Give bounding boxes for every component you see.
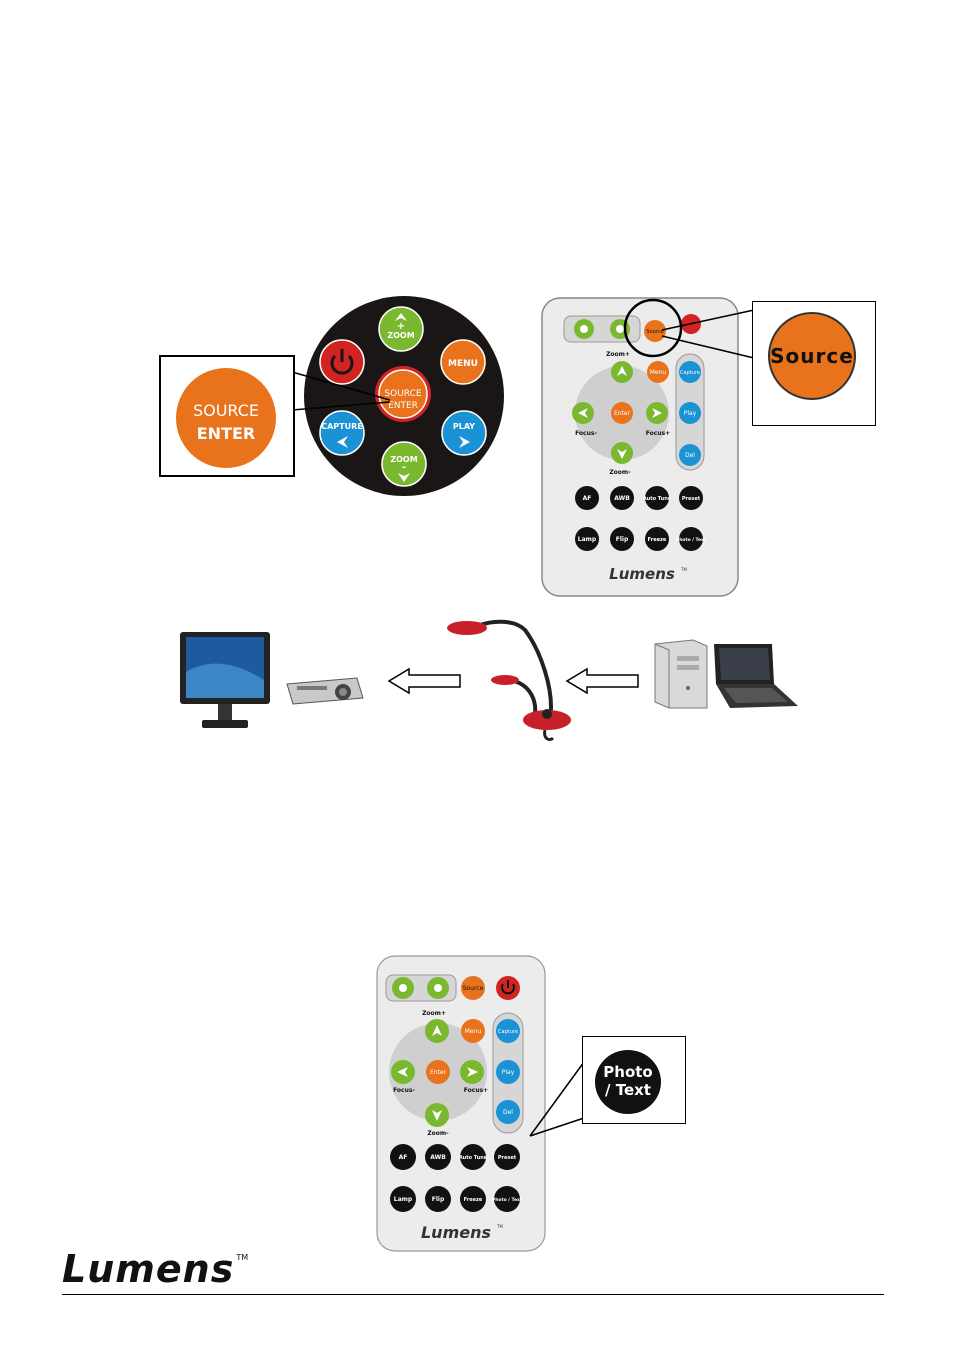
svg-text:Del: Del [503, 1109, 513, 1116]
panel-zoom-down-button[interactable]: ZOOM - [381, 441, 427, 487]
svg-text:PLAY: PLAY [453, 422, 475, 431]
photo-text-callout-pointer [529, 1061, 585, 1137]
svg-text:MENU: MENU [448, 359, 478, 369]
svg-text:Source: Source [463, 985, 484, 992]
svg-text:Lumens: Lumens [609, 565, 675, 583]
photo-text-callout: Photo / Text [582, 1036, 686, 1124]
svg-text:Photo / Text: Photo / Text [492, 1197, 523, 1203]
svg-text:Lumens: Lumens [421, 1223, 491, 1242]
svg-text:Lamp: Lamp [578, 536, 597, 543]
svg-text:Play: Play [684, 410, 697, 417]
svg-text:+: + [397, 321, 405, 332]
svg-text:TM: TM [680, 567, 687, 572]
remote-control-figure-bottom: Source Zoom+ Zoom- Focus- Focus+ Enter M… [376, 955, 546, 1252]
svg-text:Freeze: Freeze [648, 537, 667, 543]
svg-text:Enter: Enter [614, 410, 631, 417]
control-panel-figure: + ZOOM MENU SOURCE ENTER CAPTURE PLAY ZO… [304, 296, 504, 496]
svg-text:ENTER: ENTER [388, 401, 418, 411]
svg-text:Del: Del [685, 452, 695, 459]
svg-text:Capture: Capture [680, 370, 700, 376]
svg-text:Zoom+: Zoom+ [606, 351, 630, 358]
svg-text:Auto Tune: Auto Tune [643, 496, 672, 502]
footer-tm: TM [236, 1253, 249, 1262]
source-callout-pointer [661, 309, 755, 359]
svg-text:Menu: Menu [650, 369, 667, 376]
svg-text:ZOOM: ZOOM [387, 331, 414, 340]
panel-menu-button[interactable]: MENU [440, 339, 486, 385]
svg-text:CAPTURE: CAPTURE [321, 422, 363, 431]
source-enter-callout-button: SOURCE ENTER [176, 368, 276, 468]
svg-text:Focus-: Focus- [393, 1087, 415, 1094]
svg-text:Preset: Preset [498, 1155, 517, 1161]
svg-text:Freeze: Freeze [464, 1197, 483, 1203]
arrow-left-icon-2 [565, 667, 639, 695]
svg-text:Focus-: Focus- [575, 430, 597, 437]
photo-text-callout-button: Photo / Text [595, 1050, 661, 1114]
arrow-left-icon [387, 667, 461, 695]
source-callout-button: Source [768, 312, 856, 400]
source-callout: Source [752, 301, 876, 426]
svg-text:Lamp: Lamp [394, 1196, 413, 1203]
svg-text:Source: Source [646, 329, 663, 335]
source-enter-callout-pointer [291, 371, 391, 411]
svg-text:Play: Play [502, 1069, 515, 1076]
projector-icon [286, 677, 364, 705]
svg-text:TM: TM [496, 1224, 503, 1229]
svg-text:Focus+: Focus+ [646, 430, 670, 437]
svg-text:Zoom-: Zoom- [427, 1130, 449, 1137]
footer-rule [62, 1294, 884, 1295]
svg-text:-: - [402, 462, 406, 473]
document-camera-icon [447, 619, 571, 742]
svg-text:AF: AF [399, 1154, 408, 1161]
svg-text:Enter: Enter [430, 1069, 447, 1076]
svg-text:Auto Tune: Auto Tune [459, 1155, 488, 1161]
svg-text:Capture: Capture [498, 1029, 518, 1035]
panel-zoom-up-button[interactable]: + ZOOM [378, 306, 424, 352]
svg-text:Photo / Text: Photo / Text [676, 537, 707, 543]
laptop-icon [714, 644, 798, 708]
panel-play-button[interactable]: PLAY [441, 410, 487, 456]
panel-power-button[interactable] [319, 339, 365, 385]
svg-text:Zoom+: Zoom+ [422, 1010, 446, 1017]
svg-text:ZOOM: ZOOM [390, 455, 417, 464]
svg-text:Zoom-: Zoom- [609, 469, 631, 476]
svg-text:AF: AF [583, 495, 592, 502]
footer-brand: Lumens [62, 1247, 235, 1291]
desktop-computer-icon [654, 639, 708, 709]
svg-text:AWB: AWB [430, 1154, 446, 1161]
svg-text:SOURCE: SOURCE [384, 389, 421, 399]
remote-control-figure-top: Source Zoom+ Zoom- Focus- Focus+ Enter M… [541, 297, 739, 597]
svg-text:Flip: Flip [432, 1196, 445, 1203]
panel-source-enter-button[interactable]: SOURCE ENTER [375, 366, 431, 422]
panel-capture-button[interactable]: CAPTURE [319, 410, 365, 456]
svg-text:Flip: Flip [616, 536, 629, 543]
svg-text:AWB: AWB [614, 495, 630, 502]
svg-text:Preset: Preset [682, 496, 701, 502]
svg-text:Focus+: Focus+ [464, 1087, 488, 1094]
monitor-icon [180, 632, 270, 728]
source-enter-callout: SOURCE ENTER [159, 355, 295, 477]
remote-top-source-button[interactable]: Source [644, 320, 666, 342]
svg-text:Menu: Menu [465, 1028, 482, 1035]
connection-diagram [175, 610, 815, 750]
